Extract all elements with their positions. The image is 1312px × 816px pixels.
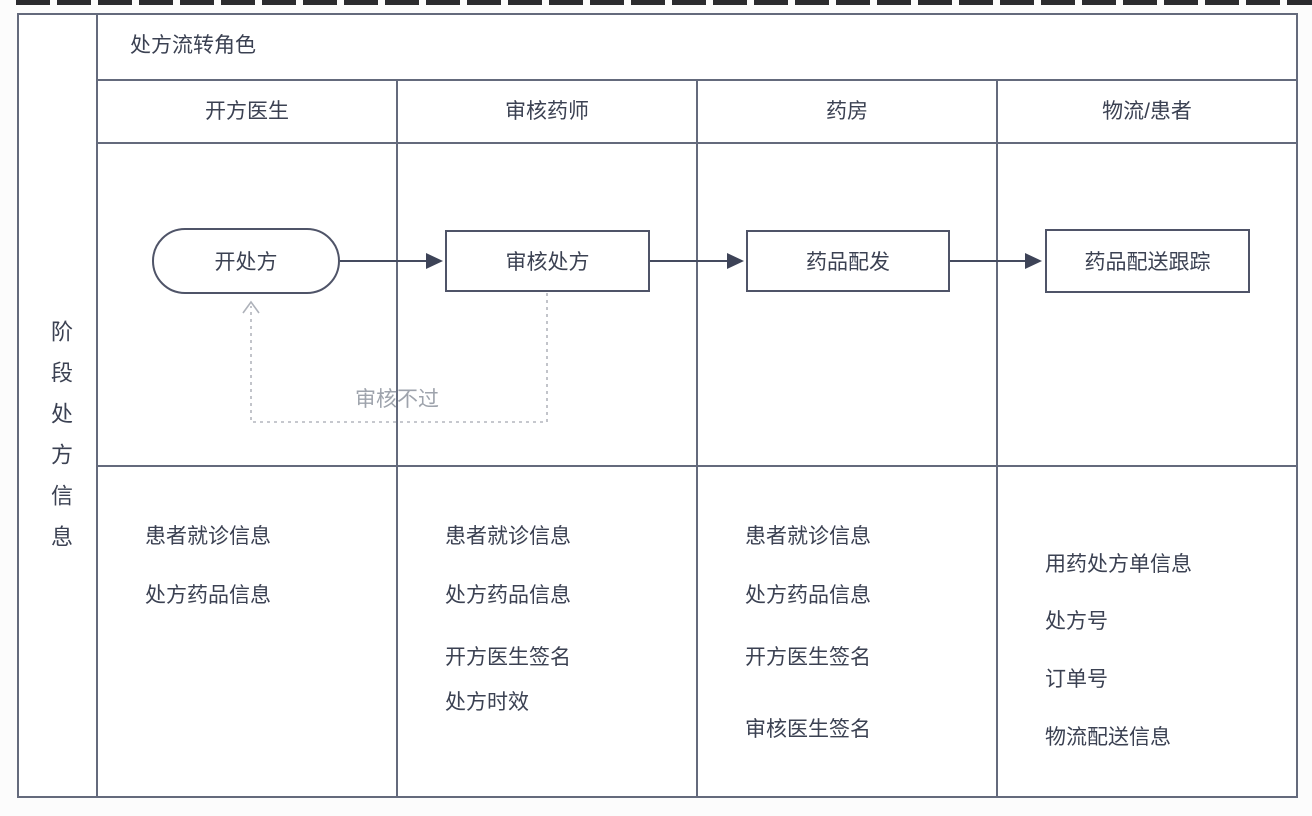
info-item: 处方号: [1045, 610, 1108, 633]
info-item: 处方药品信息: [145, 584, 271, 607]
divider-col-1-2: [396, 79, 398, 798]
info-item: 患者就诊信息: [145, 525, 271, 548]
info-item: 开方医生签名: [445, 646, 571, 669]
role-header-doctor: 开方医生: [205, 100, 289, 123]
role-header-pharmacy: 药房: [826, 100, 868, 123]
info-item: 处方药品信息: [445, 584, 571, 607]
divider-col-3-4: [996, 79, 998, 798]
info-item: 处方药品信息: [745, 584, 871, 607]
table-title: 处方流转角色: [130, 34, 256, 57]
flow-node-delivery-tracking: 药品配送跟踪: [1045, 229, 1250, 293]
corner-label-stage-prescription-info: 阶段处方信息: [48, 320, 73, 566]
flow-node-review-prescription: 审核处方: [445, 230, 650, 292]
role-header-logistics-patient: 物流/患者: [1102, 100, 1192, 123]
info-item: 患者就诊信息: [445, 525, 571, 548]
info-item: 患者就诊信息: [745, 525, 871, 548]
info-item: 开方医生签名: [745, 646, 871, 669]
info-item: 处方时效: [445, 691, 529, 714]
role-header-pharmacist: 审核药师: [505, 100, 589, 123]
flow-node-dispense-drugs: 药品配发: [746, 230, 950, 292]
info-item: 审核医生签名: [745, 718, 871, 741]
flow-node-write-prescription: 开处方: [152, 228, 340, 294]
feedback-label-review-failed: 审核不过: [355, 388, 439, 411]
top-edge-strip: [16, 0, 1312, 5]
divider-col-2-3: [696, 79, 698, 798]
info-item: 订单号: [1045, 668, 1108, 691]
info-item: 用药处方单信息: [1045, 553, 1192, 576]
divider-corner-column: [96, 13, 98, 798]
info-item: 物流配送信息: [1045, 726, 1171, 749]
